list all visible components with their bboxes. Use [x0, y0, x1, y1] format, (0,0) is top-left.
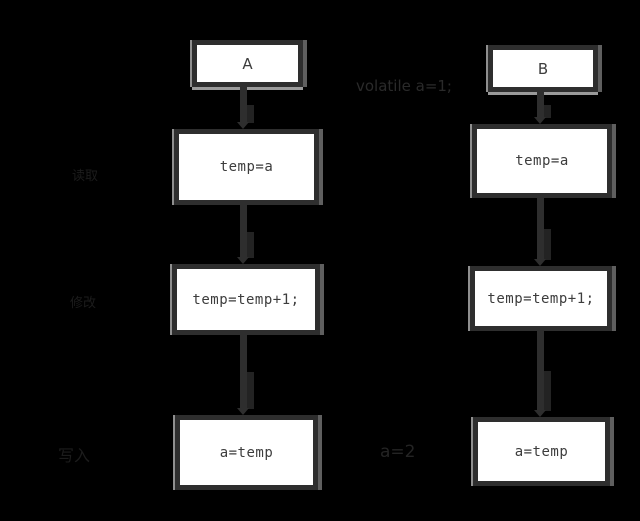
thread-b-step2-box: temp=temp+1; [470, 266, 612, 331]
arrow-a-header-to-step1 [237, 87, 254, 129]
arrow-a-step2-to-step3 [237, 335, 254, 415]
result-value-note: a=2 [380, 442, 416, 462]
volatile-declaration-note: volatile a=1; [356, 77, 452, 95]
thread-a-header-box: A [192, 40, 303, 87]
step-label-modify: 修改 [70, 296, 97, 311]
thread-b-step3-box: a=temp [473, 417, 610, 486]
thread-a-step3-box: a=temp [175, 415, 318, 490]
thread-a-step1-box: temp=a [174, 129, 319, 205]
step-label-write: 写入 [58, 446, 91, 465]
step-label-read: 读取 [72, 169, 99, 184]
arrow-b-header-to-step1 [534, 92, 551, 124]
arrow-b-step2-to-step3 [534, 331, 551, 417]
thread-a-step2-box: temp=temp+1; [172, 264, 320, 335]
thread-b-header-box: B [488, 45, 598, 92]
arrow-a-step1-to-step2 [237, 205, 254, 264]
arrow-b-step1-to-step2 [534, 198, 551, 266]
thread-b-step1-box: temp=a [472, 124, 612, 198]
